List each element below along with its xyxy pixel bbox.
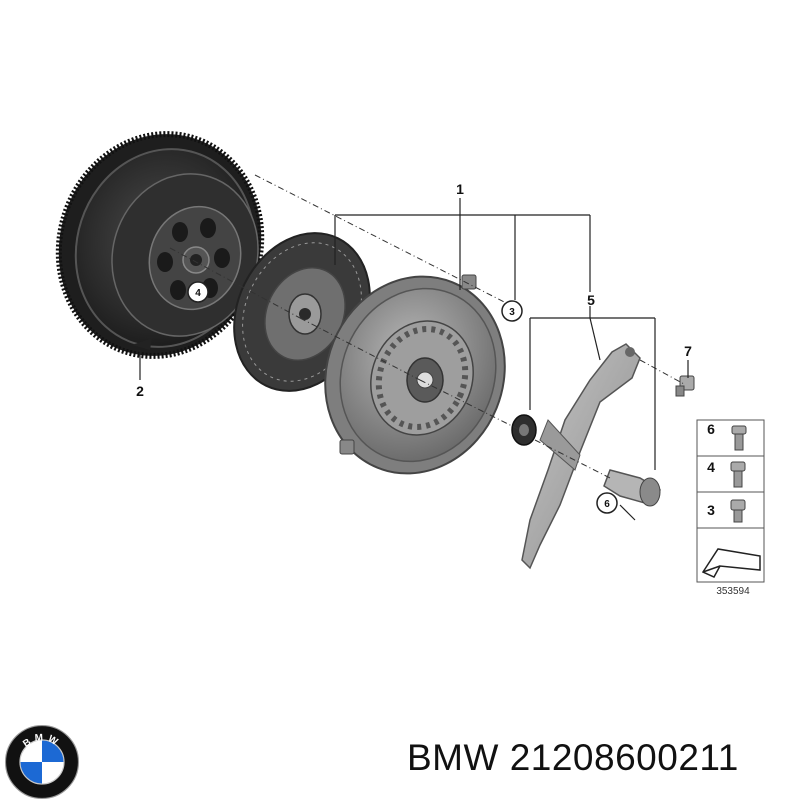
- callout-6: 6: [604, 499, 610, 510]
- bolt: [675, 375, 695, 397]
- callout-3: 3: [509, 307, 515, 318]
- legend-label-4: 4: [707, 459, 715, 475]
- leader-lines: [139, 198, 689, 521]
- legend-label-6: 6: [707, 421, 715, 437]
- release-fork: [521, 343, 641, 570]
- fastener-legend: 6 4 3: [696, 419, 765, 583]
- callout-2: 2: [136, 383, 144, 399]
- release-bearing: [511, 414, 537, 446]
- part-caption: BMW 21208600211: [407, 737, 739, 778]
- callout-3-badge: 3: [501, 300, 523, 322]
- bolt-4-icon: [730, 461, 746, 488]
- legend-label-3: 3: [707, 502, 715, 518]
- callout-4: 4: [195, 288, 201, 299]
- bolt-6-icon: [731, 425, 747, 451]
- guide-sleeve: [603, 469, 661, 507]
- callout-7: 7: [684, 343, 692, 359]
- view-arrow-icon: [701, 548, 761, 578]
- reference-number: 353594: [716, 586, 750, 597]
- bolt-3-icon: [730, 499, 746, 523]
- flywheel: [55, 131, 265, 359]
- bmw-logo: BMW: [4, 724, 80, 800]
- callout-6-badge: 6: [596, 492, 618, 514]
- callout-5: 5: [587, 292, 595, 308]
- callout-1: 1: [456, 181, 464, 197]
- callout-4-badge: 4: [187, 281, 209, 303]
- axis-lines: [169, 174, 685, 479]
- pressure-plate: [324, 274, 506, 475]
